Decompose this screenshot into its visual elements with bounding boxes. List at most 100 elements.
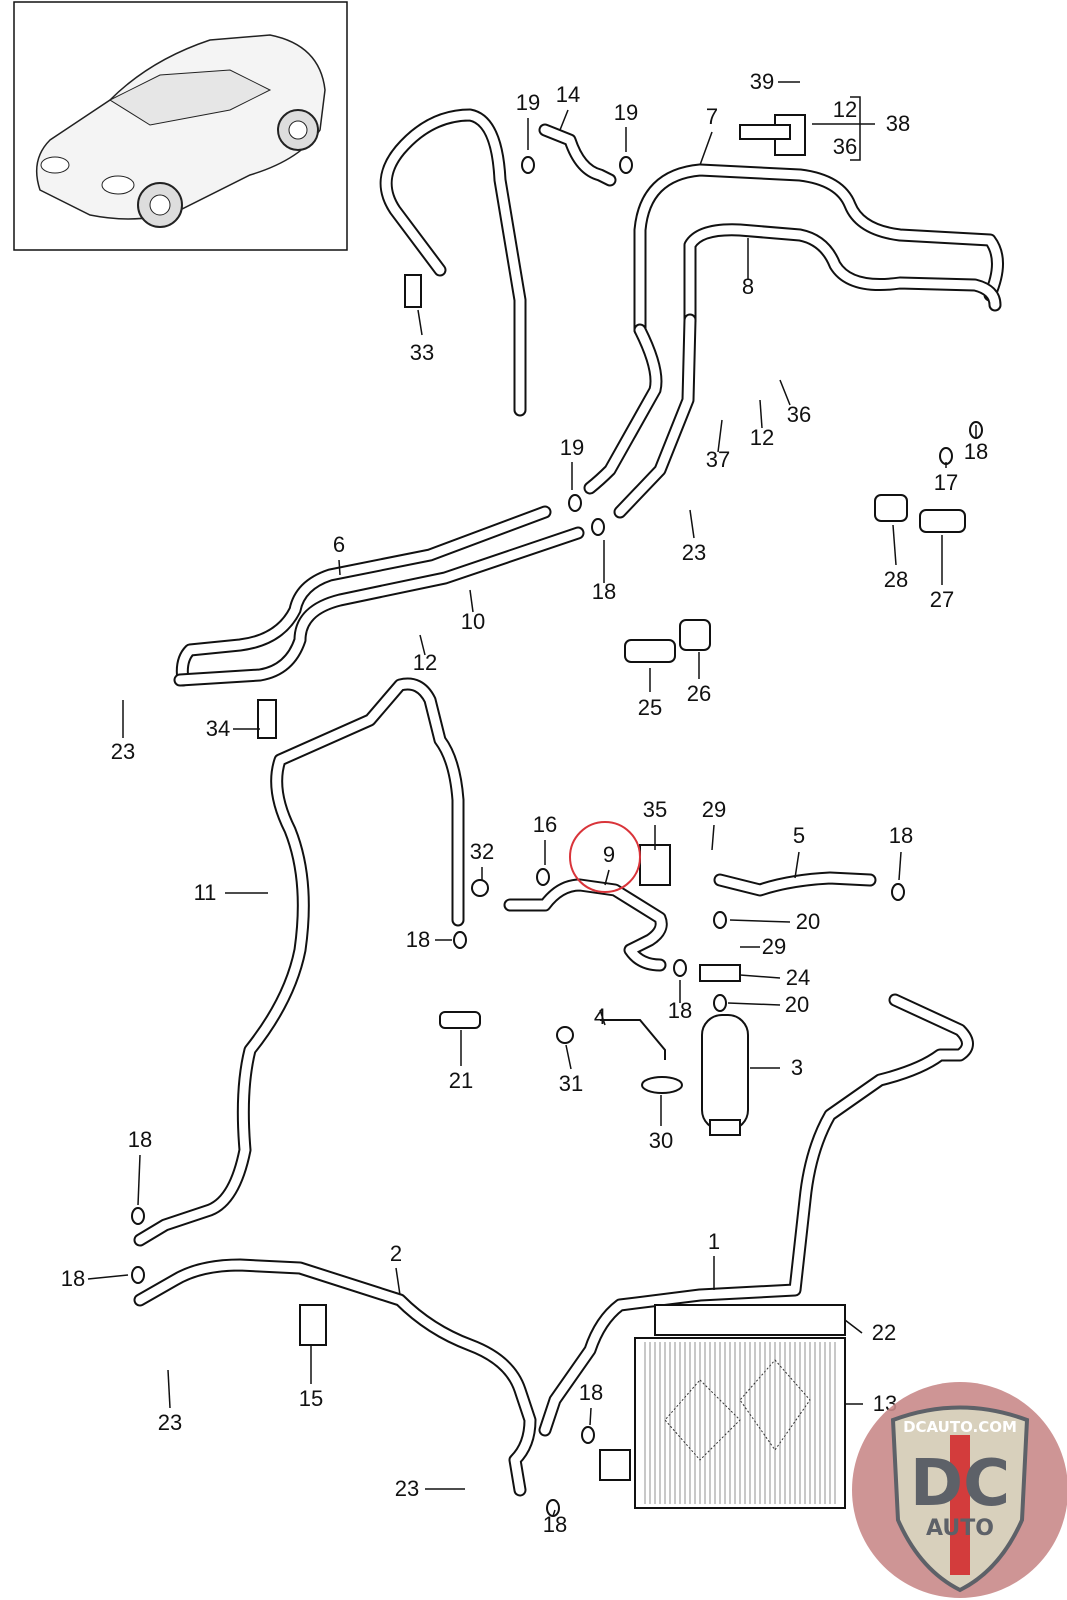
o-ring — [568, 494, 582, 512]
o-ring — [131, 1266, 145, 1284]
callout-32: 32 — [470, 839, 494, 864]
leader-line — [338, 559, 341, 576]
callout-14: 14 — [556, 82, 580, 107]
callout-8: 8 — [742, 274, 754, 299]
bracket — [850, 96, 861, 161]
leader-line — [565, 1044, 572, 1070]
callout-18: 18 — [668, 998, 692, 1023]
callout-28: 28 — [884, 567, 908, 592]
hose — [538, 993, 974, 1437]
watermark-site: DCAUTO.COM — [903, 1418, 1017, 1436]
hose — [613, 313, 697, 519]
callout-18: 18 — [543, 1512, 567, 1537]
callout-18: 18 — [128, 1127, 152, 1152]
callout-10: 10 — [461, 609, 485, 634]
callout-23: 23 — [158, 1410, 182, 1435]
callout-18: 18 — [579, 1380, 603, 1405]
leader-line — [699, 131, 713, 166]
hose — [133, 1258, 537, 1497]
callout-19: 19 — [560, 435, 584, 460]
callout-18: 18 — [406, 927, 430, 952]
callout-21: 21 — [449, 1068, 473, 1093]
o-ring — [581, 1426, 595, 1444]
leader-line — [759, 399, 763, 429]
leader-line — [599, 1009, 606, 1026]
callout-17: 17 — [934, 470, 958, 495]
callout-19: 19 — [516, 90, 540, 115]
leader-line — [559, 109, 569, 131]
hose — [683, 223, 1002, 327]
leader-line — [892, 524, 897, 566]
leader-line — [167, 1369, 171, 1409]
hose — [583, 323, 663, 495]
callout-12: 12 — [833, 97, 857, 122]
callout-30: 30 — [649, 1128, 673, 1153]
callout-9: 9 — [603, 842, 615, 867]
callout-26: 26 — [687, 681, 711, 706]
callout-34: 34 — [206, 716, 230, 741]
o-rings — [131, 156, 983, 1517]
watermark-word: AUTO — [926, 1516, 994, 1541]
callout-23: 23 — [111, 739, 135, 764]
leader-line — [604, 869, 610, 886]
o-ring — [619, 156, 633, 174]
leader-line — [794, 851, 800, 879]
watermark-mark: DC — [910, 1447, 1010, 1521]
leader-line — [87, 1274, 129, 1280]
callout-37: 37 — [706, 447, 730, 472]
callout-36: 36 — [787, 402, 811, 427]
callout-12: 12 — [750, 425, 774, 450]
callout-11: 11 — [194, 880, 217, 905]
callout-35: 35 — [643, 797, 667, 822]
callout-29: 29 — [762, 934, 786, 959]
leader-line — [417, 309, 423, 336]
hose — [379, 108, 527, 417]
o-ring — [536, 868, 550, 886]
leader-line — [137, 1154, 141, 1206]
callout-18: 18 — [592, 579, 616, 604]
leader-line — [552, 1509, 556, 1517]
callout-38: 38 — [886, 111, 910, 136]
component-parts — [257, 114, 966, 1509]
leader-line — [689, 509, 695, 539]
hose — [173, 526, 585, 687]
leader-line — [469, 589, 474, 613]
callout-31: 31 — [559, 1071, 583, 1096]
leader-line — [717, 419, 723, 453]
callout-19: 19 — [614, 100, 638, 125]
car-thumbnail — [13, 1, 348, 251]
leader-lines — [87, 81, 977, 1517]
leader-line — [844, 1319, 863, 1334]
callout-18: 18 — [61, 1266, 85, 1291]
callout-7: 7 — [706, 104, 718, 129]
callout-33: 33 — [410, 340, 434, 365]
watermark-logo: DCAUTO.COM DC AUTO — [852, 1382, 1067, 1598]
o-ring — [713, 911, 727, 929]
leader-line — [779, 379, 791, 406]
leader-line — [395, 1267, 401, 1296]
callout-36: 36 — [833, 134, 857, 159]
o-ring — [591, 518, 605, 536]
small-parts — [257, 114, 966, 1346]
o-ring — [939, 447, 953, 465]
callout-25: 25 — [638, 695, 662, 720]
leader-line — [711, 824, 715, 851]
hose — [633, 163, 1004, 337]
callout-20: 20 — [785, 992, 809, 1017]
callout-4: 4 — [594, 1004, 606, 1029]
hose — [175, 505, 552, 687]
callout-15: 15 — [299, 1386, 323, 1411]
callout-5: 5 — [793, 823, 805, 848]
receiver-dryer — [701, 1014, 749, 1136]
callout-22: 22 — [872, 1320, 896, 1345]
condenser — [599, 1304, 846, 1509]
o-ring — [521, 156, 535, 174]
highlight-circle — [569, 821, 641, 893]
leader-line — [727, 1002, 781, 1006]
leader-line — [589, 1407, 592, 1426]
callout-3: 3 — [791, 1055, 803, 1080]
hose — [713, 871, 877, 897]
